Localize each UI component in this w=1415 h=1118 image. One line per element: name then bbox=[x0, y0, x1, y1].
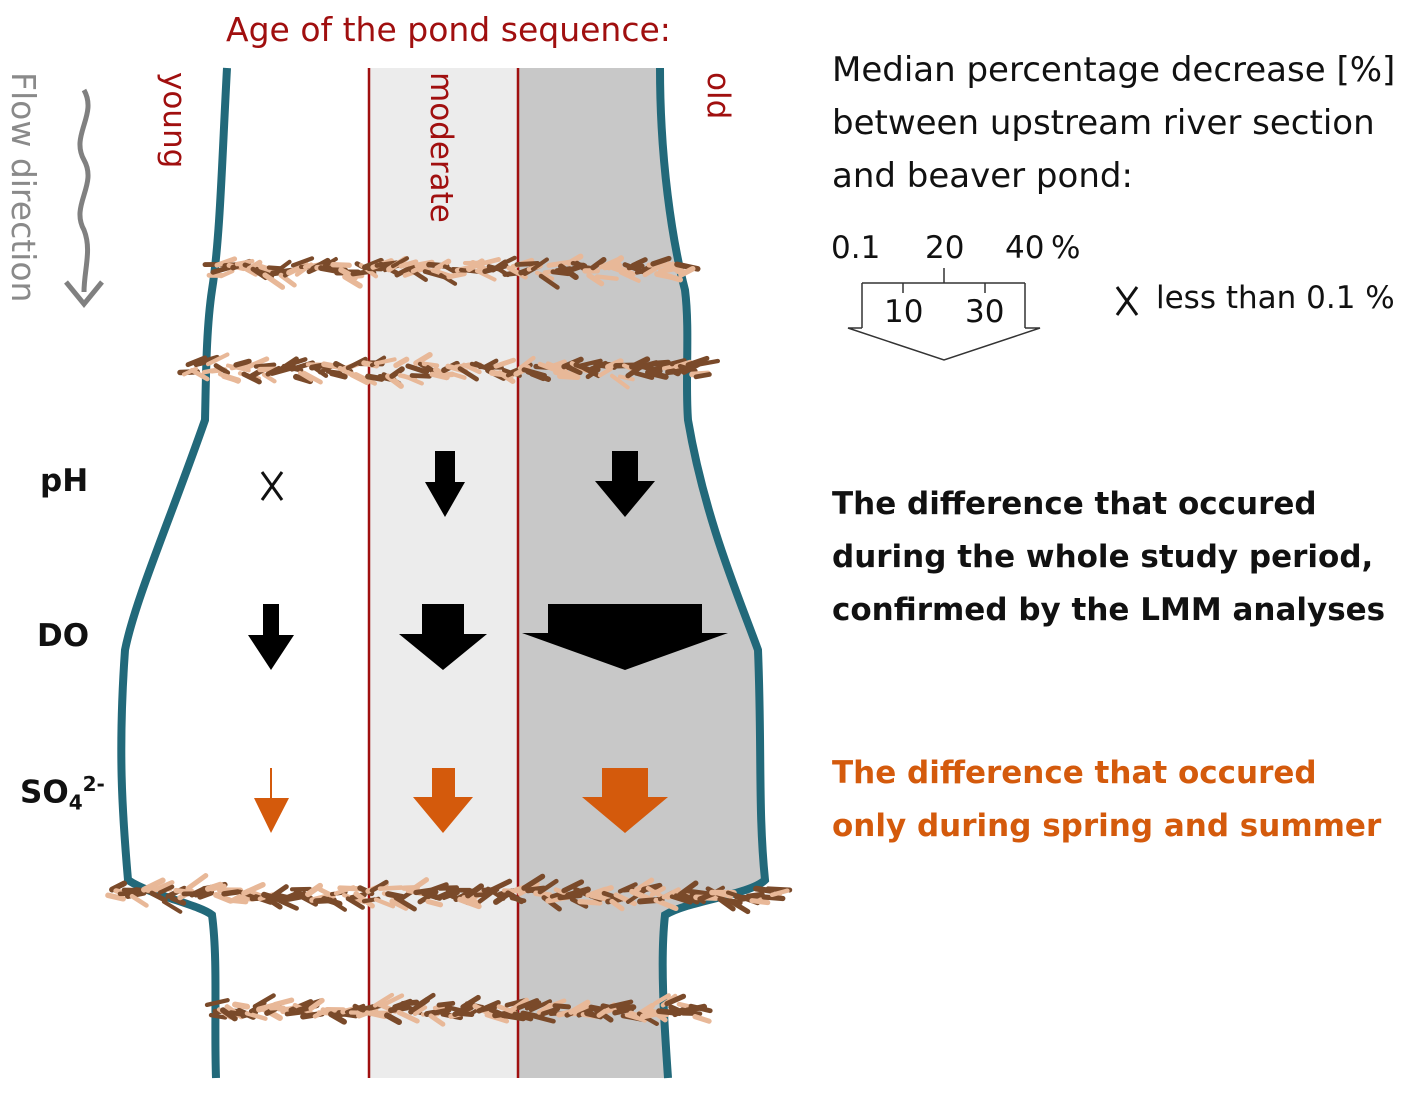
legend-spring-summer-line: The difference that occured bbox=[832, 755, 1317, 791]
moderate-zone bbox=[369, 68, 518, 1078]
beaver-dam bbox=[204, 992, 713, 1027]
legend-heading-line: Median percentage decrease [%] bbox=[832, 50, 1396, 90]
so4-moderate-decrease-arrow bbox=[413, 768, 473, 833]
so4-old-decrease-arrow bbox=[582, 768, 668, 833]
so4-young-decrease-arrow bbox=[254, 768, 289, 833]
legend-spring-summer-line: only during spring and summer bbox=[832, 808, 1382, 844]
legend-x-meaning: less than 0.1 % bbox=[1156, 280, 1395, 316]
beaver-dams bbox=[105, 253, 793, 1027]
legend-whole-period-line: The difference that occured bbox=[832, 486, 1317, 522]
beaver-dam bbox=[105, 873, 793, 915]
row-label-ph: pH bbox=[40, 463, 89, 499]
row-label-so4: SO42- bbox=[20, 772, 105, 815]
age-label-moderate: moderate bbox=[423, 72, 459, 223]
legend-whole-period-line: confirmed by the LMM analyses bbox=[832, 592, 1386, 628]
scale-bottom-label: 30 bbox=[965, 294, 1005, 330]
age-label-old: old bbox=[700, 72, 736, 119]
legend-whole-period-line: during the whole study period, bbox=[832, 539, 1374, 575]
do-young-decrease-arrow bbox=[248, 604, 294, 670]
do-moderate-decrease-arrow bbox=[399, 604, 487, 670]
legend-heading-line: and beaver pond: bbox=[832, 156, 1133, 196]
flow-direction-arrow-icon bbox=[77, 88, 91, 293]
scale-unit: % bbox=[1051, 230, 1081, 266]
do-old-decrease-arrow bbox=[522, 604, 728, 670]
sequence-title: Age of the pond sequence: bbox=[226, 10, 671, 49]
legend-heading-line: between upstream river section bbox=[832, 103, 1375, 143]
right-river-bank bbox=[656, 67, 770, 1079]
old-zone bbox=[518, 68, 765, 1078]
so4-superscript: 2- bbox=[82, 772, 105, 796]
scale-top-label: 0.1 bbox=[831, 230, 881, 266]
legend-scale-bar bbox=[847, 268, 1041, 361]
ph-old-decrease-arrow bbox=[595, 451, 655, 517]
scale-top-label: 20 bbox=[925, 230, 965, 266]
legend-heading: Median percentage decrease [%] between u… bbox=[832, 44, 1395, 203]
so4-subscript: 4 bbox=[68, 790, 83, 815]
flow-direction-label: Flow direction bbox=[4, 72, 43, 302]
no-decrease-marker-ph-young bbox=[260, 471, 284, 501]
scale-bottom-label: 10 bbox=[884, 294, 924, 330]
legend-whole-period: The difference that occured during the w… bbox=[832, 478, 1385, 637]
legend-x-symbol bbox=[1115, 286, 1139, 316]
legend-spring-summer: The difference that occured only during … bbox=[832, 747, 1381, 853]
flow-direction-arrowhead-icon bbox=[64, 280, 104, 308]
row-label-do: DO bbox=[37, 618, 90, 654]
left-river-bank bbox=[117, 67, 231, 1079]
beaver-dam bbox=[177, 352, 721, 390]
age-label-young: young bbox=[156, 72, 192, 168]
scale-top-label: 40 bbox=[1005, 230, 1045, 266]
beaver-dam bbox=[202, 253, 701, 290]
so4-main: SO bbox=[20, 774, 69, 811]
ph-moderate-decrease-arrow bbox=[425, 451, 465, 517]
